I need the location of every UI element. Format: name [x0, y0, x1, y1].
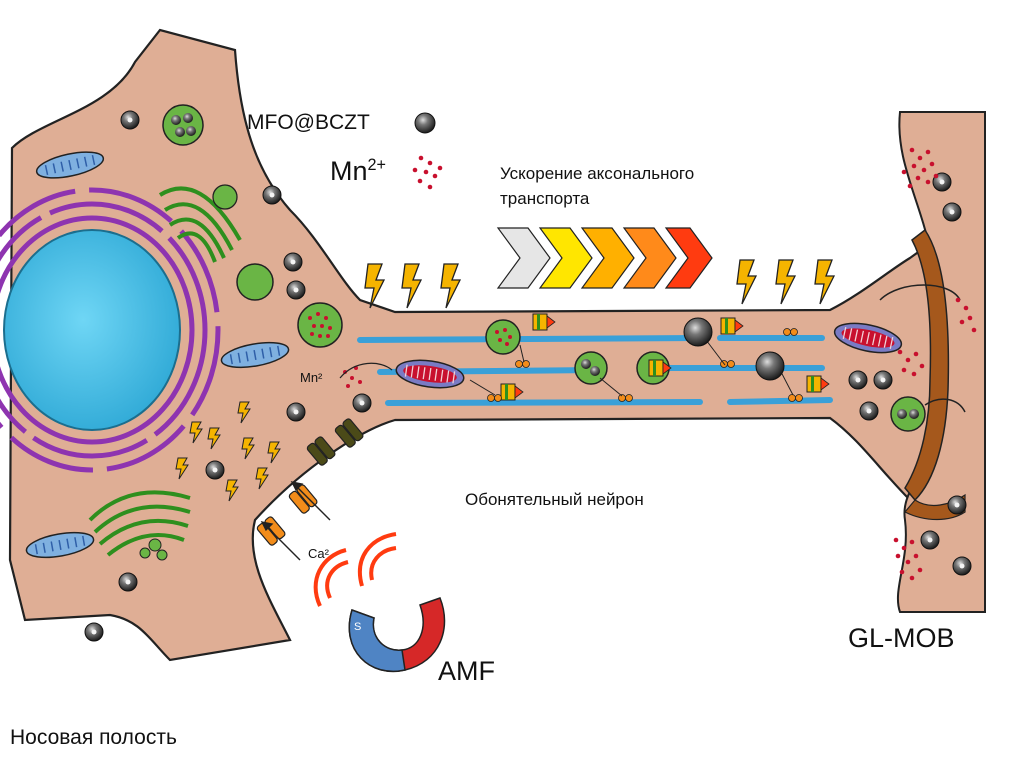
- ca-influx-arrows: [260, 481, 331, 561]
- vesicle-with-mn: [485, 319, 521, 355]
- amf-label: AMF: [438, 656, 495, 686]
- transport-label-line1: Ускорение аксонального: [500, 164, 695, 183]
- gl-mob-label: GL-MOB: [848, 623, 955, 653]
- magnet-north-label: N: [403, 577, 411, 589]
- nanoparticle-icon: [414, 112, 436, 134]
- vesicle-cluster: [139, 538, 168, 561]
- vesicle-with-particles: [162, 104, 204, 146]
- bulb-band-lower: [904, 493, 966, 521]
- release-arrows: [879, 284, 966, 413]
- vesicle: [236, 263, 274, 301]
- large-nanoparticles: [683, 317, 785, 381]
- vesicle-with-particles: [890, 396, 926, 432]
- nanoparticle-label: MFO@BCZT: [247, 111, 370, 134]
- nucleus: [3, 229, 181, 431]
- nasal-cavity-label: Носовая полость: [10, 726, 177, 749]
- mn-ion-clusters: [343, 147, 977, 581]
- magnet-icon: S N: [313, 532, 446, 673]
- mn-ions-icon: [412, 155, 443, 190]
- mn-entry-arrow: [339, 362, 393, 379]
- vesicle-with-particles: [574, 351, 608, 385]
- golgi-apparatus: [158, 186, 242, 263]
- chevron-arrow-icon: [496, 227, 713, 289]
- vesicle-with-mn: [297, 302, 343, 348]
- mn-ion-symbol: Mn: [330, 156, 368, 186]
- mn-small-label: Mn²: [300, 370, 323, 385]
- mn-ion-label: Mn2+: [330, 156, 386, 187]
- endoplasmic-reticulum: [0, 187, 221, 473]
- ca-label: Ca²: [308, 546, 329, 561]
- vesicle: [212, 184, 238, 210]
- neuron-label: Обонятельный нейрон: [465, 490, 644, 509]
- golgi-apparatus: [88, 490, 191, 557]
- magnet-south-label: S: [354, 621, 361, 633]
- ion-channels: [256, 418, 364, 546]
- transport-label-line2: транспорта: [500, 189, 590, 208]
- bulb-band: [904, 228, 950, 502]
- mn-ion-charge: 2+: [367, 156, 386, 174]
